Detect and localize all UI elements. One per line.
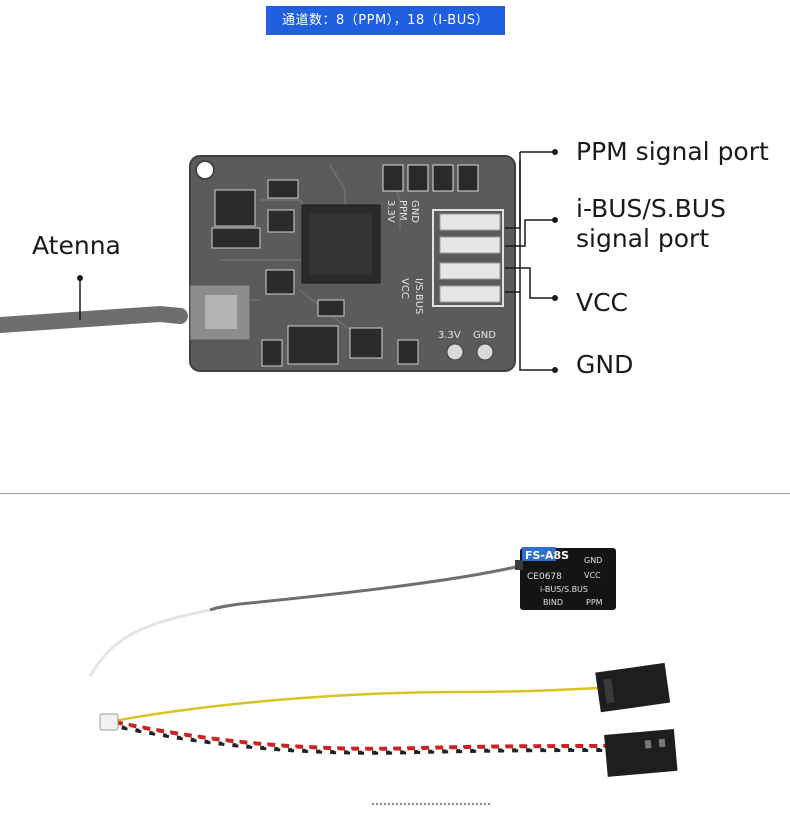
mount-hole	[195, 160, 215, 180]
signal-wire-yellow	[107, 686, 599, 724]
module-ibus: i-BUS/S.BUS	[540, 585, 588, 594]
ibus-port-label-line2: signal port	[576, 224, 710, 253]
jst-plug	[99, 713, 119, 731]
antenna-label: Atenna	[32, 231, 121, 260]
module-brand: FS-A8S	[525, 549, 569, 562]
silk-vcc: VCC	[399, 278, 410, 299]
section-divider	[0, 493, 790, 494]
vcc-port-label: VCC	[576, 288, 629, 317]
silk-33v: 3.3V	[385, 200, 396, 223]
silk-bottom-gnd: GND	[473, 330, 496, 341]
module-vcc: VCC	[584, 571, 601, 580]
receiver-module	[515, 547, 616, 610]
module-cert: CE0678	[527, 572, 562, 582]
antenna-wire-white	[88, 608, 211, 677]
ppm-port-label: PPM signal port	[576, 137, 769, 166]
servo-plug-top	[595, 662, 671, 713]
silk-ibus: I/S.BUS	[413, 278, 424, 314]
channel-count-banner: 通道数：8（PPM），18（I-BUS）	[266, 6, 505, 35]
antenna-wire-grey	[209, 564, 521, 612]
silk-gnd: GND	[409, 200, 420, 223]
silk-ppm: PPM	[397, 200, 408, 221]
silk-bottom-33v: 3.3V	[438, 330, 461, 341]
module-ppm: PPM	[586, 598, 603, 607]
gnd-port-label: GND	[576, 350, 634, 379]
servo-plug-bottom	[604, 728, 678, 777]
twisted-wire-black	[114, 724, 609, 755]
header-pins	[439, 213, 501, 303]
module-gnd: GND	[584, 556, 602, 565]
pcb-diagram: GND PPM 3.3V VCC I/S.BUS 3.3V GND	[0, 149, 558, 373]
ibus-port-label-line1: i-BUS/S.BUS	[576, 194, 726, 223]
twisted-wire-red	[114, 720, 609, 751]
antenna-cable	[0, 305, 188, 333]
dotted-separator	[372, 803, 490, 805]
module-bind: BIND	[543, 598, 563, 607]
